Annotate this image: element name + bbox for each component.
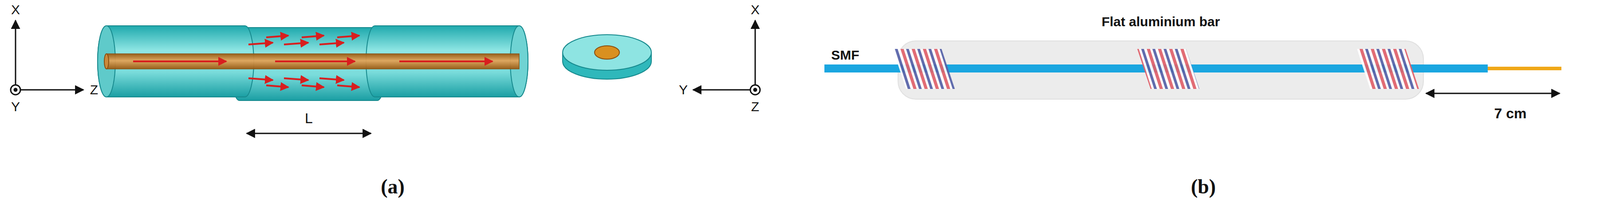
dimension-label: 7 cm	[1494, 106, 1527, 121]
length-dimension	[1426, 92, 1560, 95]
end-view-disc	[562, 34, 652, 79]
panel-label: (a)	[380, 176, 405, 197]
light-arrow	[319, 42, 344, 45]
fiber-sections	[97, 25, 529, 101]
fiber-gratings	[892, 48, 1419, 89]
axis-set	[10, 20, 84, 95]
axis-label: X	[750, 3, 760, 17]
axis-label: Z	[751, 99, 760, 114]
light-arrow	[301, 35, 324, 38]
light-arrow	[283, 78, 309, 80]
axis-label: X	[11, 3, 20, 17]
light-arrow	[266, 85, 289, 87]
axis-label: Z	[90, 82, 99, 97]
bar-heading: Flat aluminium bar	[898, 8, 1424, 30]
panel-label: (b)	[1190, 176, 1216, 197]
axis-label: Y	[678, 82, 688, 97]
light-arrow	[301, 85, 324, 87]
light-arrow	[283, 42, 309, 45]
light-arrow	[337, 35, 360, 38]
light-arrow	[248, 42, 273, 45]
fiber-label: SMF	[831, 48, 860, 62]
light-arrows	[133, 35, 493, 87]
dimension-label: L	[304, 110, 313, 126]
light-arrow	[133, 60, 227, 63]
light-arrow	[337, 85, 360, 87]
light-arrow	[275, 60, 355, 63]
axis-set	[693, 20, 761, 95]
light-arrow	[319, 78, 344, 80]
light-arrow	[266, 35, 289, 38]
length-dimension	[246, 132, 371, 134]
fiber-tail	[1487, 66, 1562, 71]
bar-region: Flat aluminium bar	[898, 8, 1424, 99]
light-arrow	[248, 78, 273, 80]
light-arrow	[399, 60, 493, 63]
axis-label: Y	[11, 99, 20, 114]
